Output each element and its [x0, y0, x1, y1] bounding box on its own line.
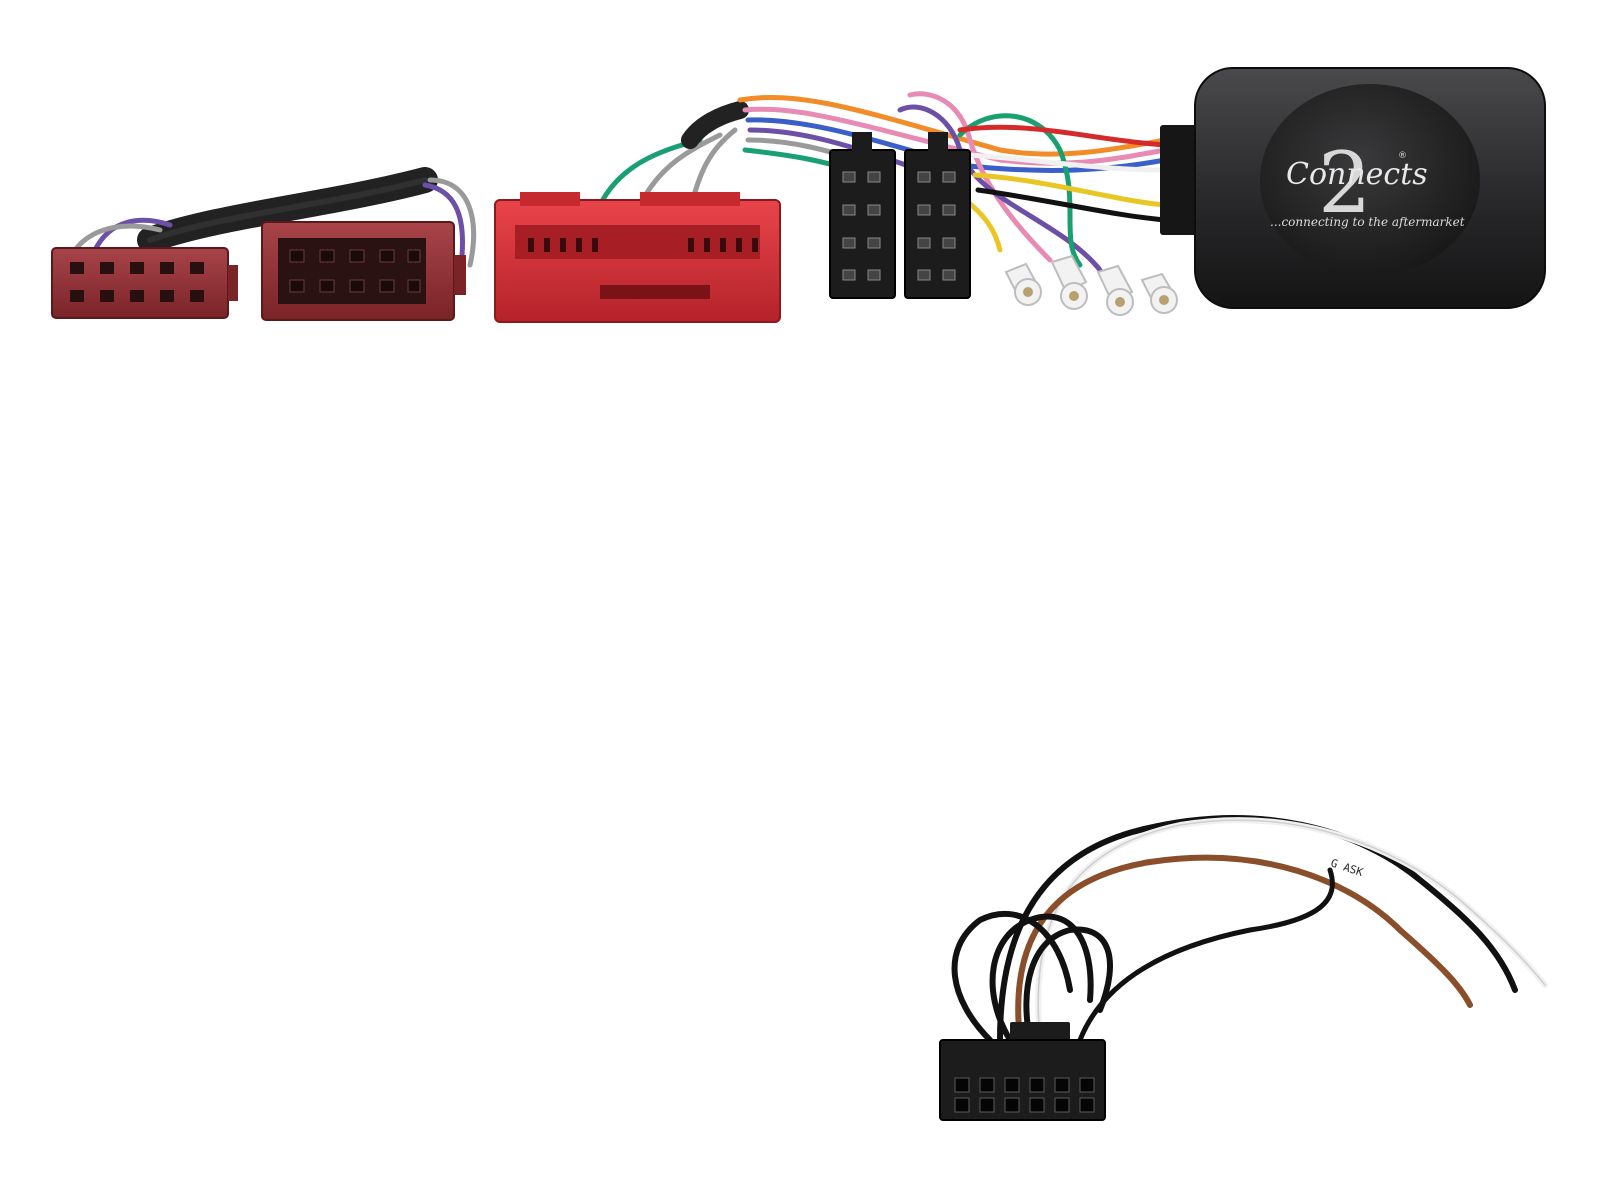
module-badge [1260, 84, 1480, 276]
logo-brand: Connects [1286, 157, 1428, 192]
bullet-connectors [1004, 254, 1178, 316]
iso-connector-small [51, 247, 238, 319]
wire-print-text: G ASK [1329, 856, 1365, 879]
iso-connector-large [261, 221, 466, 321]
logo-digit: 2 [1318, 134, 1371, 232]
interface-module: 2 Connects ® ...connecting to the afterm… [1160, 67, 1546, 309]
bundle-wrap [681, 101, 749, 149]
iso-connector-black [829, 132, 971, 299]
logo-tagline: ...connecting to the aftermarket [1270, 215, 1465, 229]
patch-lead: G ASK [951, 815, 1548, 1043]
logo-registered-mark: ® [1398, 151, 1407, 161]
pin-slots [70, 262, 204, 302]
vehicle-connector-red [494, 192, 781, 323]
patch-lead-connector [939, 1022, 1106, 1121]
